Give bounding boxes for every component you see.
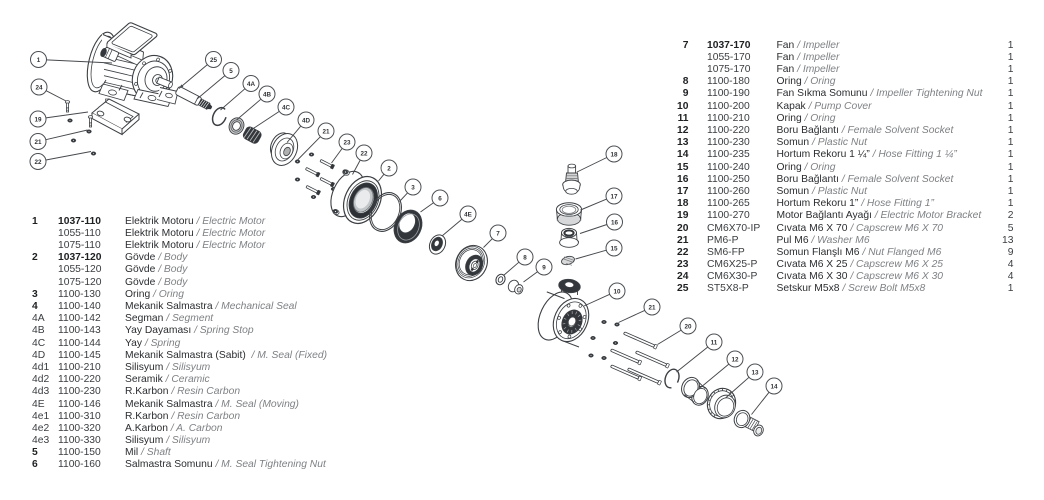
- svg-text:4A: 4A: [247, 81, 256, 88]
- svg-text:1: 1: [37, 57, 41, 64]
- svg-text:12: 12: [731, 356, 739, 363]
- svg-text:5: 5: [229, 68, 233, 75]
- svg-text:6: 6: [438, 195, 442, 202]
- svg-text:4E: 4E: [464, 211, 472, 218]
- svg-text:20: 20: [684, 323, 692, 330]
- svg-text:11: 11: [711, 339, 718, 346]
- svg-text:8: 8: [523, 254, 527, 261]
- svg-text:24: 24: [35, 84, 43, 91]
- svg-text:9: 9: [542, 264, 546, 271]
- svg-text:21: 21: [322, 128, 330, 135]
- svg-text:22: 22: [34, 159, 42, 166]
- svg-text:17: 17: [610, 193, 618, 200]
- svg-text:2: 2: [387, 165, 391, 172]
- svg-text:13: 13: [751, 369, 759, 376]
- svg-text:15: 15: [610, 245, 618, 252]
- svg-text:16: 16: [611, 219, 619, 226]
- svg-text:10: 10: [613, 288, 621, 295]
- svg-text:3: 3: [411, 184, 415, 191]
- svg-text:4B: 4B: [263, 91, 272, 98]
- svg-text:22: 22: [360, 150, 368, 157]
- svg-text:18: 18: [610, 151, 618, 158]
- svg-text:14: 14: [770, 383, 778, 390]
- svg-text:21: 21: [34, 139, 42, 146]
- svg-text:21: 21: [648, 304, 656, 311]
- svg-text:25: 25: [210, 57, 218, 64]
- svg-text:7: 7: [496, 230, 500, 237]
- svg-text:19: 19: [34, 116, 42, 123]
- svg-text:4D: 4D: [302, 117, 311, 124]
- svg-text:4C: 4C: [282, 104, 291, 111]
- svg-text:23: 23: [343, 139, 351, 146]
